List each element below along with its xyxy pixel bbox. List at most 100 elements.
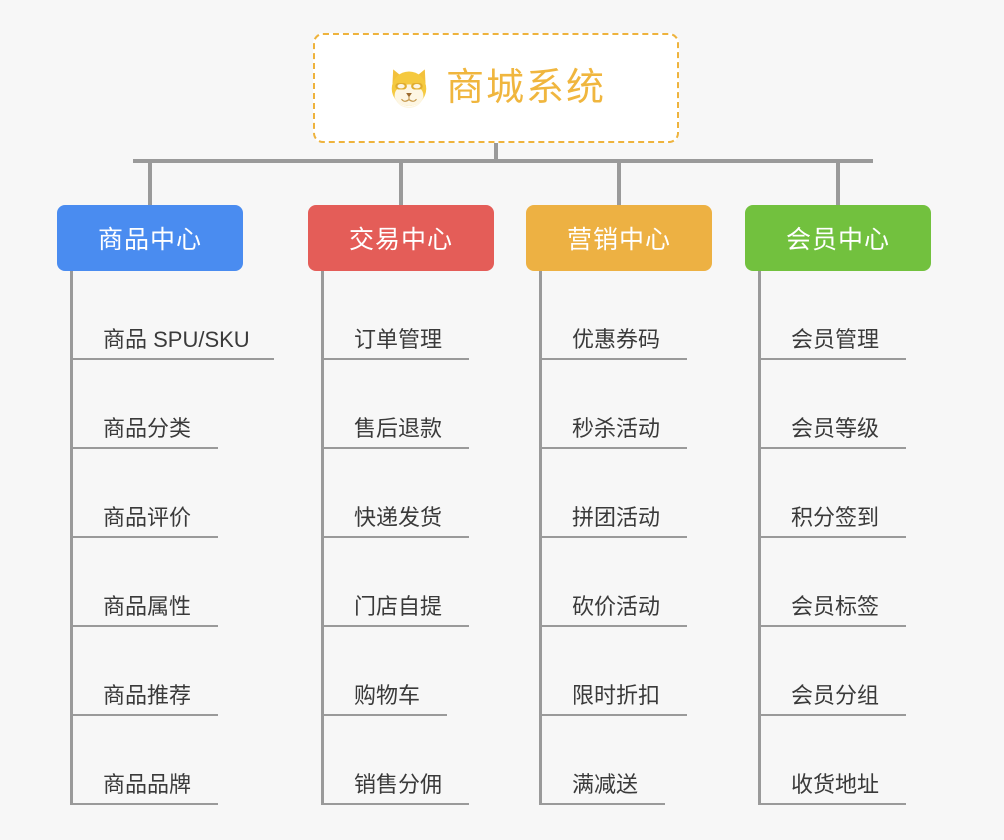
connector-drop-marketing-center <box>617 159 621 205</box>
leaf-item[interactable]: 拼团活动 <box>526 449 712 538</box>
column-marketing-center: 营销中心优惠券码秒杀活动拼团活动砍价活动限时折扣满减送 <box>526 205 712 805</box>
leaf-item-underline <box>539 536 687 538</box>
leaf-item-label: 门店自提 <box>354 594 443 619</box>
leaf-item-underline <box>321 803 469 805</box>
leaf-item-label: 商品 SPU/SKU <box>103 327 250 352</box>
leaf-item-underline <box>321 714 447 716</box>
category-box-member-center[interactable]: 会员中心 <box>745 205 931 271</box>
leaf-item[interactable]: 订单管理 <box>308 271 494 360</box>
leaf-item-underline <box>321 625 469 627</box>
leaf-item-label: 会员标签 <box>791 594 880 619</box>
shiba-dog-face-icon <box>386 65 432 111</box>
leaf-item-underline <box>321 447 469 449</box>
leaf-item-label: 销售分佣 <box>354 772 443 797</box>
leaf-item[interactable]: 购物车 <box>308 627 494 716</box>
leaf-item-label: 会员等级 <box>791 416 880 441</box>
leaf-item[interactable]: 商品推荐 <box>57 627 243 716</box>
leaf-item-label: 收货地址 <box>791 772 880 797</box>
leaf-list-product-center: 商品 SPU/SKU 商品分类商品评价商品属性商品推荐商品品牌 <box>57 271 274 805</box>
leaf-item-underline <box>539 447 687 449</box>
root-node[interactable]: 商城系统 <box>313 33 679 143</box>
leaf-item-underline <box>70 536 218 538</box>
leaf-item-underline <box>758 625 906 627</box>
leaf-item[interactable]: 秒杀活动 <box>526 360 712 449</box>
leaf-item-label: 订单管理 <box>354 327 443 352</box>
root-label: 商城系统 <box>445 67 606 109</box>
leaf-item-label: 优惠券码 <box>572 327 661 352</box>
leaf-item[interactable]: 商品品牌 <box>57 716 243 805</box>
leaf-item-underline <box>70 447 218 449</box>
category-box-product-center[interactable]: 商品中心 <box>57 205 243 271</box>
leaf-item[interactable]: 快递发货 <box>308 449 494 538</box>
leaf-item-underline <box>321 358 469 360</box>
column-member-center: 会员中心会员管理会员等级积分签到会员标签会员分组收货地址 <box>745 205 931 805</box>
leaf-list-member-center: 会员管理会员等级积分签到会员标签会员分组收货地址 <box>745 271 931 805</box>
leaf-item[interactable]: 商品评价 <box>57 449 243 538</box>
leaf-item[interactable]: 积分签到 <box>745 449 931 538</box>
leaf-item-underline <box>321 536 469 538</box>
connector-trunk-marketing-center <box>539 271 542 805</box>
leaf-item-underline <box>539 803 665 805</box>
leaf-item-underline <box>758 803 906 805</box>
leaf-list-marketing-center: 优惠券码秒杀活动拼团活动砍价活动限时折扣满减送 <box>526 271 712 805</box>
leaf-item-label: 商品分类 <box>103 416 192 441</box>
category-box-trade-center[interactable]: 交易中心 <box>308 205 494 271</box>
leaf-item[interactable]: 门店自提 <box>308 538 494 627</box>
connector-root-stem <box>494 143 498 162</box>
leaf-item-label: 砍价活动 <box>572 594 661 619</box>
connector-drop-member-center <box>836 159 840 205</box>
leaf-item-label: 会员分组 <box>791 683 880 708</box>
leaf-item[interactable]: 商品 SPU/SKU <box>57 271 274 360</box>
leaf-item[interactable]: 砍价活动 <box>526 538 712 627</box>
category-label: 会员中心 <box>785 226 890 254</box>
leaf-item-underline <box>539 625 687 627</box>
leaf-item-underline <box>70 358 274 360</box>
leaf-item[interactable]: 商品属性 <box>57 538 243 627</box>
leaf-item-label: 会员管理 <box>791 327 880 352</box>
leaf-list-trade-center: 订单管理售后退款快递发货门店自提购物车销售分佣 <box>308 271 494 805</box>
leaf-item-label: 满减送 <box>572 772 639 797</box>
leaf-item-label: 商品推荐 <box>103 683 192 708</box>
leaf-item-label: 购物车 <box>354 683 421 708</box>
leaf-item-underline <box>758 714 906 716</box>
leaf-item[interactable]: 满减送 <box>526 716 712 805</box>
leaf-item-underline <box>70 803 218 805</box>
leaf-item-label: 拼团活动 <box>572 505 661 530</box>
leaf-item[interactable]: 会员管理 <box>745 271 931 360</box>
column-trade-center: 交易中心订单管理售后退款快递发货门店自提购物车销售分佣 <box>308 205 494 805</box>
leaf-item-label: 限时折扣 <box>572 683 661 708</box>
category-box-marketing-center[interactable]: 营销中心 <box>526 205 712 271</box>
leaf-item-label: 商品品牌 <box>103 772 192 797</box>
connector-trunk-member-center <box>758 271 761 805</box>
leaf-item[interactable]: 限时折扣 <box>526 627 712 716</box>
connector-trunk-product-center <box>70 271 73 805</box>
leaf-item-label: 秒杀活动 <box>572 416 661 441</box>
leaf-item[interactable]: 收货地址 <box>745 716 931 805</box>
connector-horizontal-bus <box>133 159 873 163</box>
column-product-center: 商品中心商品 SPU/SKU 商品分类商品评价商品属性商品推荐商品品牌 <box>57 205 274 805</box>
connector-trunk-trade-center <box>321 271 324 805</box>
leaf-item[interactable]: 商品分类 <box>57 360 243 449</box>
leaf-item[interactable]: 会员等级 <box>745 360 931 449</box>
category-label: 商品中心 <box>97 226 202 254</box>
category-label: 营销中心 <box>566 226 671 254</box>
leaf-item[interactable]: 会员分组 <box>745 627 931 716</box>
leaf-item-label: 售后退款 <box>354 416 443 441</box>
connector-drop-product-center <box>148 159 152 205</box>
leaf-item[interactable]: 销售分佣 <box>308 716 494 805</box>
leaf-item-label: 商品属性 <box>103 594 192 619</box>
connector-drop-trade-center <box>399 159 403 205</box>
leaf-item-underline <box>70 625 218 627</box>
leaf-item[interactable]: 优惠券码 <box>526 271 712 360</box>
leaf-item-underline <box>758 447 906 449</box>
leaf-item-underline <box>758 358 906 360</box>
leaf-item-label: 积分签到 <box>791 505 880 530</box>
leaf-item-underline <box>70 714 218 716</box>
leaf-item[interactable]: 会员标签 <box>745 538 931 627</box>
leaf-item-underline <box>539 714 687 716</box>
category-label: 交易中心 <box>348 226 453 254</box>
leaf-item[interactable]: 售后退款 <box>308 360 494 449</box>
leaf-item-label: 快递发货 <box>354 505 443 530</box>
leaf-item-underline <box>539 358 687 360</box>
